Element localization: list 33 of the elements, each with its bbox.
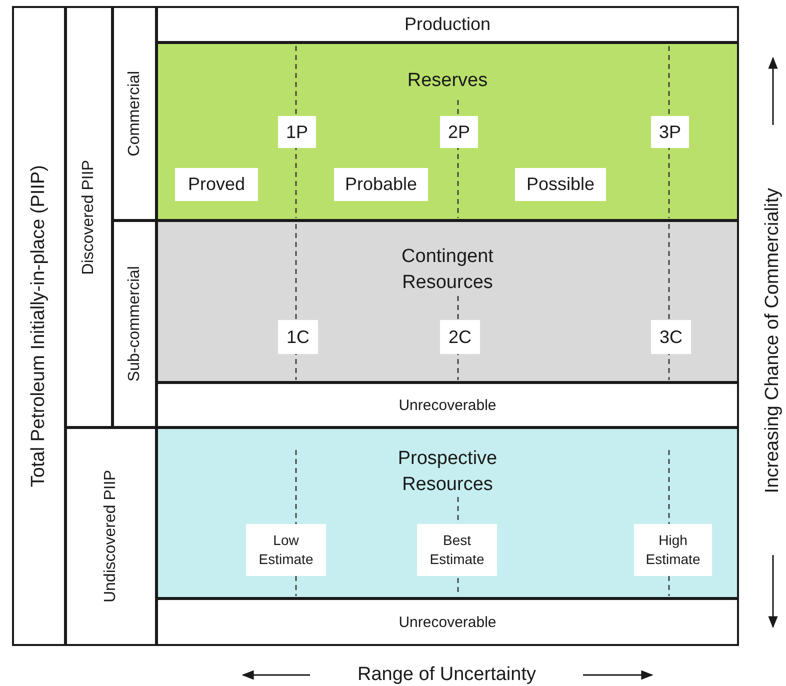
class-title: Prospective Resources <box>396 447 498 497</box>
estimate-label: 3P <box>651 116 689 148</box>
category-row: Production <box>156 6 739 43</box>
resource-class-band <box>156 42 739 221</box>
estimate-label: Probable <box>334 168 428 201</box>
category-label: Discovered PIIP <box>80 160 98 274</box>
estimate-label: 2C <box>440 320 480 354</box>
estimate-label: 1P <box>278 116 316 148</box>
axis-label: Increasing Chance of Commerciality <box>762 188 784 493</box>
category-column <box>112 6 157 221</box>
category-column <box>65 427 157 646</box>
category-label: Undiscovered PIIP <box>102 470 120 603</box>
category-column <box>12 6 66 646</box>
estimate-label: High Estimate <box>634 524 712 576</box>
class-title: Contingent Resources <box>400 245 494 295</box>
category-label: Commercial <box>126 70 144 156</box>
category-column <box>112 220 157 428</box>
estimate-label: 2P <box>440 116 478 148</box>
estimate-label: Proved <box>175 168 258 201</box>
category-label: Total Petroleum Initially-in-place (PIIP) <box>28 164 50 488</box>
category-label: Sub-commercial <box>126 266 144 382</box>
estimate-label: 3C <box>651 320 691 354</box>
resource-class-band <box>156 427 739 599</box>
resource-class-band <box>156 220 739 383</box>
estimate-label: Best Estimate <box>417 524 497 576</box>
category-row: Unrecoverable <box>156 598 739 646</box>
estimate-label: 1C <box>278 320 318 354</box>
estimate-label: Low Estimate <box>246 524 326 576</box>
category-column <box>65 6 113 428</box>
class-title: Reserves <box>406 69 489 93</box>
estimate-label: Possible <box>515 168 606 201</box>
category-row: Unrecoverable <box>156 382 739 428</box>
axis-label: Range of Uncertainty <box>358 664 536 686</box>
